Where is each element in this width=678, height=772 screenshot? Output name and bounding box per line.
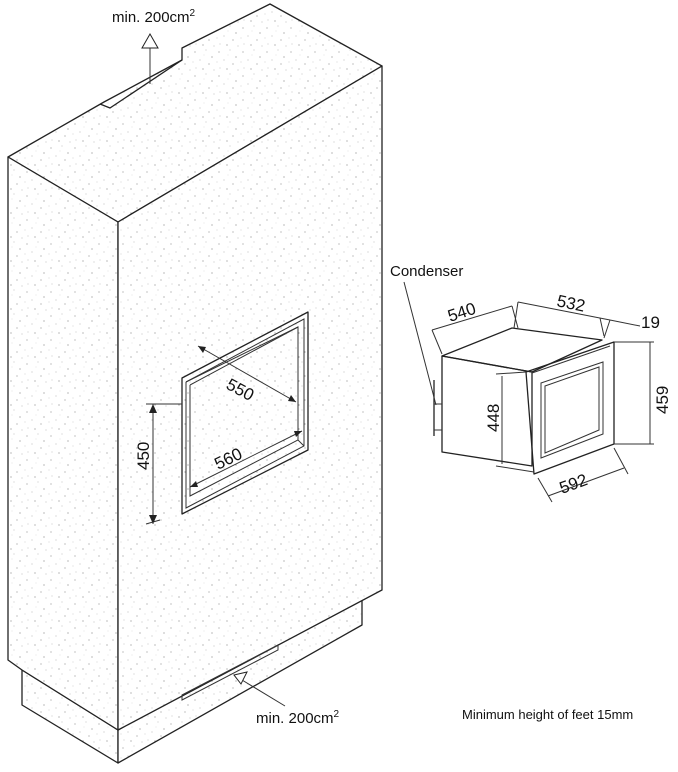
appliance-total-height-label: 459	[653, 386, 672, 414]
appliance-side-face	[441, 355, 533, 467]
condenser-label: Condenser	[390, 263, 463, 280]
appliance-top-face	[441, 327, 603, 373]
top-vent-arrow-icon	[141, 32, 159, 84]
appliance-dimension-lines	[431, 301, 654, 503]
bottom-vent-label: min. 200cm2	[256, 709, 340, 727]
niche-height-label: 450	[134, 442, 153, 470]
feet-height-note: Minimum height of feet 15mm	[462, 707, 633, 722]
niche-dimension-lines	[145, 345, 303, 525]
bottom-vent-slot	[181, 644, 279, 701]
bottom-vent-arrow-icon	[233, 671, 286, 707]
appliance-door-thickness-label: 19	[641, 313, 660, 332]
appliance-door-glass	[540, 361, 604, 459]
condenser-icon	[433, 380, 442, 436]
appliance-front-height-label: 448	[484, 404, 503, 432]
top-vent-label: min. 200cm2	[112, 8, 196, 26]
appliance-body-width-label: 532	[555, 291, 587, 315]
appliance-door	[525, 341, 615, 475]
wall-left-face	[7, 156, 119, 731]
niche-outer-frame	[181, 311, 309, 515]
wall-block	[7, 3, 383, 764]
niche-opening	[181, 311, 309, 515]
appliance-depth-label: 540	[445, 299, 478, 326]
appliance-front-width-label: 592	[557, 470, 590, 498]
wall-right-face	[117, 65, 383, 731]
